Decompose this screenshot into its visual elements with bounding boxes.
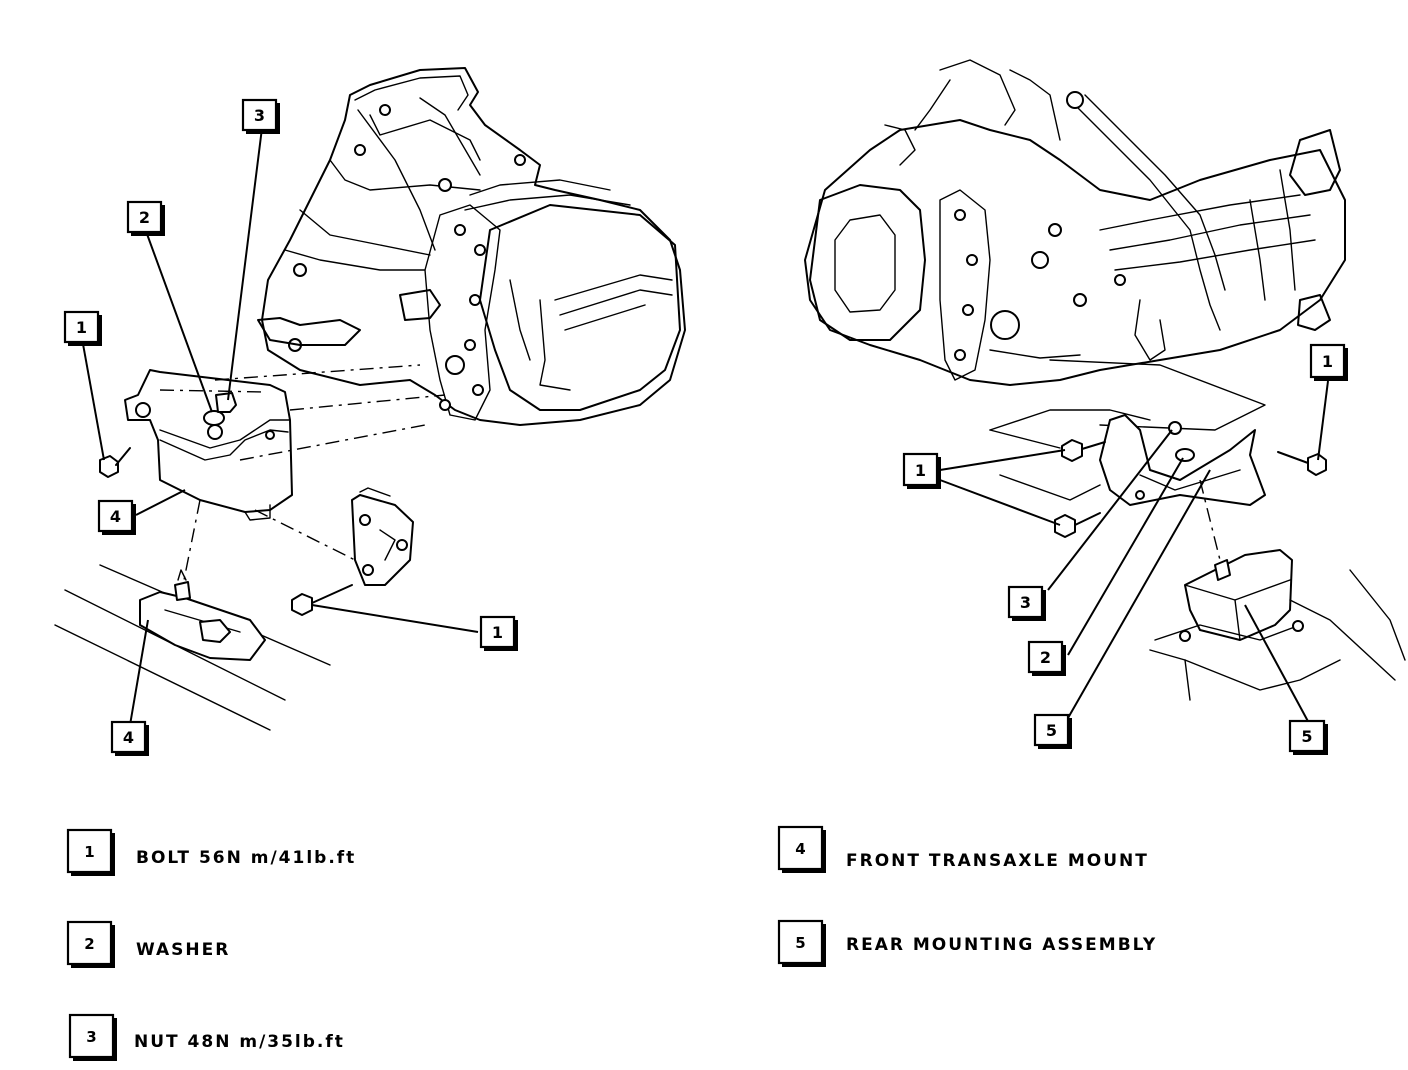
callout-left-mount: 4 <box>110 720 149 756</box>
callout-left-bolt-bottom: 1 <box>479 615 518 651</box>
svg-text:1: 1 <box>84 843 94 861</box>
svg-text:BOLT 56N m/41lb.ft: BOLT 56N m/41lb.ft <box>136 848 356 868</box>
callout-right-bolts-pair: 1 <box>902 452 941 489</box>
legend-item-1: 1 BOLT 56N m/41lb.ft <box>66 828 356 876</box>
callout-right-bracket: 5 <box>1033 713 1072 749</box>
svg-text:1: 1 <box>492 623 503 642</box>
callout-left-bolt-top: 1 <box>63 310 102 346</box>
legend-item-2: 2 WASHER <box>66 920 230 968</box>
svg-text:3: 3 <box>1020 593 1031 612</box>
leader-lines <box>82 127 1329 726</box>
svg-text:2: 2 <box>1040 648 1051 667</box>
svg-text:NUT 48N m/35lb.ft: NUT 48N m/35lb.ft <box>134 1032 345 1052</box>
svg-text:2: 2 <box>139 208 150 227</box>
svg-text:5: 5 <box>795 934 805 952</box>
callout-boxes: 3 2 1 4 1 4 <box>63 98 1348 756</box>
svg-text:WASHER: WASHER <box>136 940 230 960</box>
svg-text:4: 4 <box>123 728 134 747</box>
callout-right-bolt: 1 <box>1309 343 1348 381</box>
callout-left-washer: 2 <box>126 200 165 236</box>
svg-text:1: 1 <box>1322 352 1333 371</box>
callout-right-nut: 3 <box>1007 585 1046 621</box>
callout-right-washer: 2 <box>1027 640 1066 676</box>
legend: 1 BOLT 56N m/41lb.ft 2 WASHER 3 NUT 48N … <box>66 825 1157 1061</box>
callout-left-bracket: 4 <box>97 499 136 535</box>
legend-item-3: 3 NUT 48N m/35lb.ft <box>68 1013 345 1061</box>
svg-text:FRONT TRANSAXLE MOUNT: FRONT TRANSAXLE MOUNT <box>846 851 1149 871</box>
svg-text:3: 3 <box>254 106 265 125</box>
svg-text:5: 5 <box>1046 721 1057 740</box>
svg-text:4: 4 <box>795 840 805 858</box>
svg-text:1: 1 <box>915 461 926 480</box>
svg-text:REAR MOUNTING ASSEMBLY: REAR MOUNTING ASSEMBLY <box>846 935 1157 955</box>
legend-item-5: 5 REAR MOUNTING ASSEMBLY <box>777 919 1157 967</box>
svg-text:2: 2 <box>84 935 94 953</box>
svg-text:1: 1 <box>76 318 87 337</box>
left-transaxle-illustration <box>54 67 686 731</box>
callout-right-mount: 5 <box>1288 719 1328 755</box>
svg-text:5: 5 <box>1301 727 1312 746</box>
svg-text:4: 4 <box>110 507 121 526</box>
callout-left-nut: 3 <box>241 98 280 134</box>
svg-text:3: 3 <box>86 1028 96 1046</box>
right-transaxle-illustration <box>804 59 1406 701</box>
legend-item-4: 4 FRONT TRANSAXLE MOUNT <box>777 825 1149 873</box>
